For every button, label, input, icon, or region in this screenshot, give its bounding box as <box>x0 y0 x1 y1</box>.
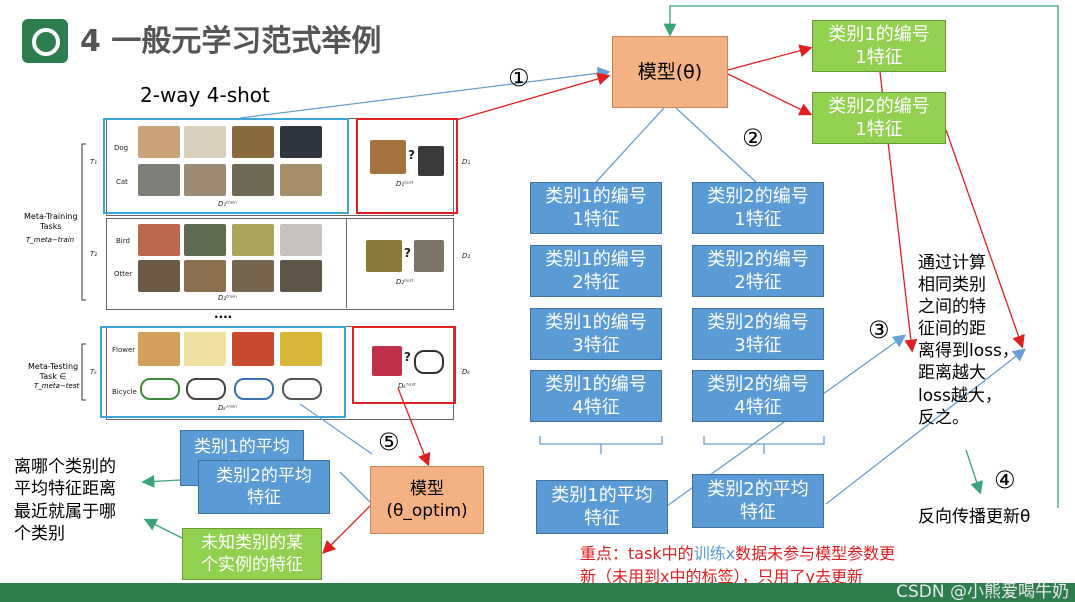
class1-feature-box: 类别1的编号 2特征 <box>530 245 662 297</box>
d2-label: D₂ <box>462 252 471 260</box>
cat-image <box>232 164 274 196</box>
test-cat-image <box>418 146 444 176</box>
question-mark: ? <box>404 246 411 260</box>
flower-image <box>232 332 274 366</box>
panel-divider <box>346 218 347 308</box>
d1-test-label: D₁ᵗᵉˢᵗ <box>396 180 414 188</box>
step5-marker: ⑤ <box>378 428 400 456</box>
page-title: 4 一般元学习范式举例 <box>80 24 382 59</box>
class2-feature-box: 类别2的编号 4特征 <box>692 370 824 422</box>
class2-feature-node: 类别2的编号 1特征 <box>812 92 946 144</box>
class1-feature-box: 类别1的编号 4特征 <box>530 370 662 422</box>
meta-training-label: Meta-Training Tasks <box>24 212 78 231</box>
test-otter-image <box>414 240 444 272</box>
test-highlight <box>356 118 458 214</box>
classification-rule: 离哪个类别的 平均特征距离 最近就属于哪 个类别 <box>14 457 116 545</box>
logo-icon <box>22 19 68 63</box>
step2-marker: ② <box>742 124 764 152</box>
cat-label: Cat <box>116 178 128 186</box>
test-bird-image <box>366 240 402 272</box>
bird-image <box>184 224 226 256</box>
d2-test-label: D₂ᵗᵉˢᵗ <box>396 278 414 286</box>
dog-image <box>184 126 226 158</box>
class2-feature-box: 类别2的编号 3特征 <box>692 308 824 360</box>
dk-test-label: Dₖᵗᵉˢᵗ <box>398 382 417 390</box>
meta-testing-label: Meta-Testing Task ∈ <box>28 362 79 381</box>
bird-image <box>232 224 274 256</box>
class1-feature-node: 类别1的编号 1特征 <box>812 20 946 72</box>
bicycle-image <box>282 378 322 400</box>
t1-label: T₁ <box>90 158 98 166</box>
class1-average-box: 类别1的平均 特征 <box>536 480 668 534</box>
otter-image <box>184 260 226 292</box>
flower-image <box>138 332 180 366</box>
bicycle-image <box>186 378 226 400</box>
d2-train-label: D₂ᵗʳᵃⁱⁿ <box>218 294 237 302</box>
cat-image <box>280 164 322 196</box>
key-note: 重点：task中的训练x数据未参与模型参数更 新（未用到x中的标签），只用了y去… <box>580 542 895 588</box>
note-highlight: 训练x <box>693 544 736 563</box>
test-bicycle-image <box>414 350 444 374</box>
d1-train-label: D₁ᵗʳᵃⁱⁿ <box>218 200 237 208</box>
watermark: CSDN @小熊爱喝牛奶 <box>896 582 1069 602</box>
tk-label: Tₖ <box>90 368 98 376</box>
class2-feature-box: 类别2的编号 1特征 <box>692 182 824 234</box>
question-mark: ? <box>404 350 411 364</box>
train-highlight <box>103 118 349 214</box>
dk-label: Dₖ <box>462 368 471 376</box>
bird-image <box>138 224 180 256</box>
test-dog-image <box>370 140 406 174</box>
test-flower-image <box>372 346 402 376</box>
class1-feature-box: 类别1的编号 3特征 <box>530 308 662 360</box>
optimized-model-node: 模型 (θ_optim) <box>370 466 484 534</box>
meta-training-symbol: T_meta−train <box>26 236 75 244</box>
otter-image <box>232 260 274 292</box>
d1-label: D₁ <box>462 158 471 166</box>
cat-image <box>184 164 226 196</box>
backprop-label: 反向传播更新θ <box>918 507 1031 527</box>
subtitle: 2-way 4-shot <box>140 83 270 107</box>
dog-image <box>280 126 322 158</box>
bicycle-label: Bicycle <box>112 388 137 396</box>
flower-label: Flower <box>112 346 136 354</box>
question-mark: ? <box>408 148 415 162</box>
class1-feature-box: 类别1的编号 1特征 <box>530 182 662 234</box>
flower-image <box>184 332 226 366</box>
t2-label: T₂ <box>90 250 98 258</box>
step4-marker: ④ <box>994 466 1016 494</box>
otter-image <box>280 260 322 292</box>
class2-feature-box: 类别2的编号 2特征 <box>692 245 824 297</box>
ellipsis: .... <box>214 307 233 321</box>
meta-testing-symbol: T_meta−test <box>34 382 80 390</box>
class2-average-box: 类别2的平均 特征 <box>692 474 824 528</box>
bird-label: Bird <box>116 237 130 245</box>
note-suffix: 数据未参与模型参数更 新（未用到x中的标签），只用了y去更新 <box>580 544 896 587</box>
otter-image <box>138 260 180 292</box>
dog-image <box>138 126 180 158</box>
bicycle-image <box>140 378 180 400</box>
model-node: 模型(θ) <box>612 36 728 108</box>
distance-explanation: 通过计算 相同类别 之间的特 征间的距 离得到loss， 距离越大 loss越大… <box>918 253 1019 428</box>
flower-image <box>280 332 322 366</box>
unknown-instance-feature: 未知类别的某 个实例的特征 <box>182 528 322 580</box>
train-highlight <box>100 326 346 418</box>
dk-train-label: Dₖᵗʳᵃⁱⁿ <box>218 404 238 412</box>
note-prefix: 重点：task中的 <box>580 544 694 563</box>
step1-marker: ① <box>508 64 530 92</box>
bicycle-image <box>234 378 274 400</box>
dog-label: Dog <box>114 144 129 152</box>
step3-marker: ③ <box>868 316 890 344</box>
otter-label: Otter <box>114 270 133 278</box>
footer-bar <box>0 583 1075 602</box>
dog-image <box>232 126 274 158</box>
cat-image <box>138 164 180 196</box>
bird-image <box>280 224 322 256</box>
class2-average-small: 类别2的平均 特征 <box>198 460 330 514</box>
